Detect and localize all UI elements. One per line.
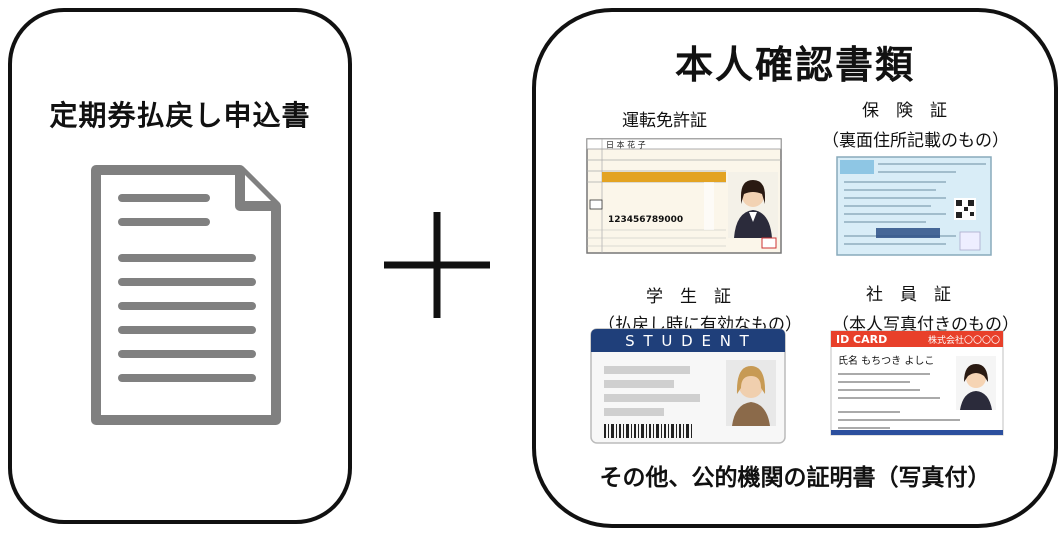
student-id-label: 学 生 証: [646, 287, 731, 307]
identity-documents-title: 本人確認書類: [674, 43, 915, 87]
application-form-title: 定期券払戻し申込書: [49, 99, 311, 132]
employee-id-label: 社 員 証: [866, 285, 951, 305]
id-card-header: ID CARD: [836, 333, 887, 346]
identity-documents-panel: 本人確認書類 運転免許証 保 険 証 （裏面住所記載のもの） 学 生 証 （払戻…: [532, 8, 1058, 528]
id-card-company: 株式会社〇〇〇〇: [928, 334, 1000, 346]
other-documents-note: その他、公的機関の証明書（写真付）: [599, 465, 991, 491]
health-insurance-label: 保 険 証: [862, 101, 947, 121]
plus-icon: [384, 212, 490, 318]
drivers-license-label: 運転免許証: [622, 111, 707, 131]
application-form-panel: 定期券払戻し申込書: [8, 8, 352, 524]
student-id-card-image: S T U D E N T: [590, 328, 786, 444]
license-number: 123456789000: [608, 215, 683, 225]
drivers-license-image: 日 本 花 子 123456789000: [586, 138, 782, 254]
document-icon: [91, 165, 281, 425]
student-card-header: S T U D E N T: [625, 332, 751, 350]
license-name: 日 本 花 子: [606, 140, 646, 150]
id-card-name: 氏名 もちつき よしこ: [838, 354, 934, 367]
health-insurance-note: （裏面住所記載のもの）: [822, 131, 1009, 151]
health-insurance-card-image: [836, 156, 992, 256]
employee-id-note: （本人写真付きのもの）: [832, 315, 1019, 335]
employee-id-card-image: ID CARD 株式会社〇〇〇〇 氏名 もちつき よしこ: [830, 330, 1004, 436]
